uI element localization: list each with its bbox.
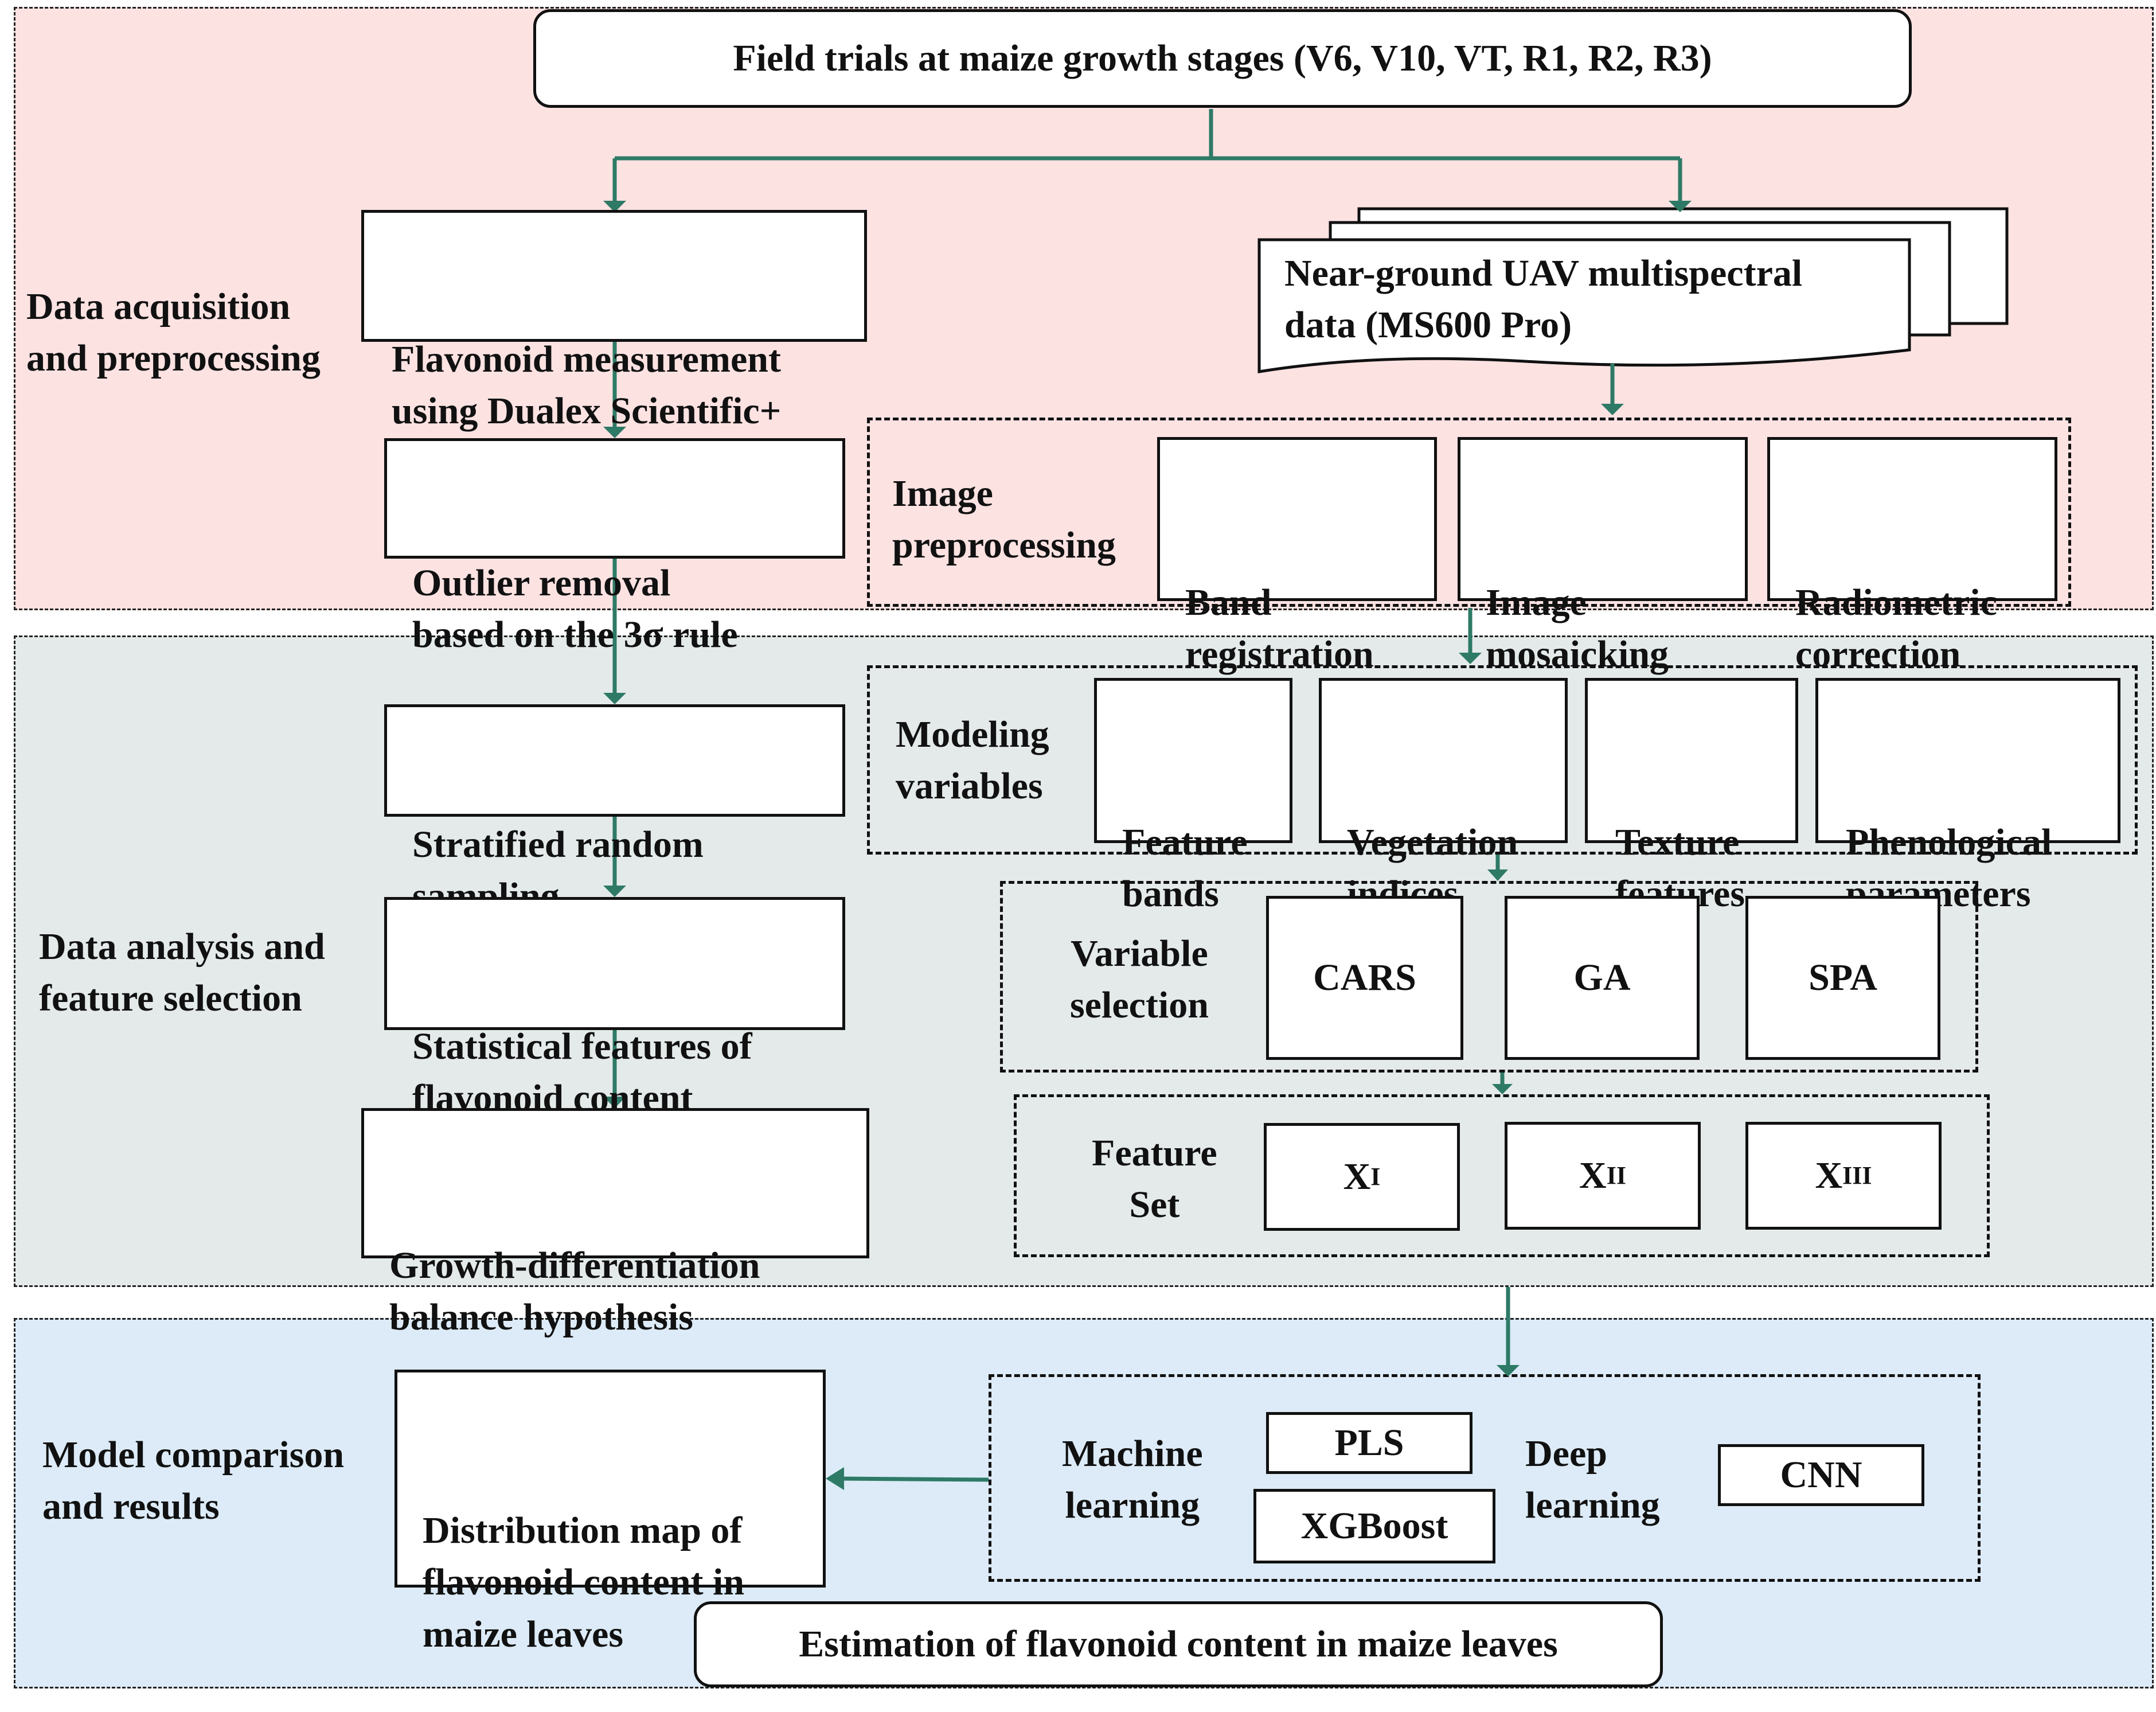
cnn-text: CNN xyxy=(1780,1453,1862,1496)
section-label-analysis: Data analysis and feature selection xyxy=(39,926,325,1020)
group-modeling-variables xyxy=(867,665,2138,855)
stratified-sampling-box: Stratified random sampling xyxy=(384,704,845,917)
field-trials-text: Field trials at maize growth stages (V6,… xyxy=(733,37,1712,79)
statistical-features-box: Statistical features of flavonoid conten… xyxy=(384,897,845,1119)
band-registration-box: Band registration xyxy=(1157,437,1437,675)
ga-text: GA xyxy=(1573,956,1631,999)
outlier-removal-text: Outlier removal based on the 3σ rule xyxy=(412,561,738,656)
cnn-box: CNN xyxy=(1718,1444,1924,1506)
flavonoid-measurement-box: Flavonoid measurement using Dualex Scien… xyxy=(361,210,867,432)
radiometric-correction-box: Radiometric correction xyxy=(1767,437,2057,675)
machine-learning-label: Machine learning xyxy=(1062,1433,1203,1527)
pls-box: PLS xyxy=(1266,1412,1473,1474)
x2-sub: II xyxy=(1606,1161,1626,1190)
feature-bands-text: Feature bands xyxy=(1122,821,1248,915)
group-image-preprocessing xyxy=(867,418,2071,607)
variable-selection-label: Variable selection xyxy=(1070,933,1209,1027)
x1-base: X xyxy=(1343,1155,1371,1198)
ga-box: GA xyxy=(1505,896,1700,1060)
spa-text: SPA xyxy=(1809,956,1877,999)
cars-box: CARS xyxy=(1266,896,1463,1060)
x1-sub: I xyxy=(1370,1162,1381,1191)
band-registration-text: Band registration xyxy=(1185,581,1374,676)
image-mosaicking-box: Image mosaicking xyxy=(1458,437,1748,675)
x3-sub: III xyxy=(1842,1161,1872,1190)
distribution-map-text: Distribution map of flavonoid content in… xyxy=(423,1509,745,1655)
x2-base: X xyxy=(1579,1154,1607,1196)
growth-hypothesis-text: Growth-differentiation balance hypothesi… xyxy=(389,1244,760,1339)
phenological-parameters-box: Phenological parameters xyxy=(1815,678,2120,915)
x3-base: X xyxy=(1815,1154,1843,1196)
uav-data-text: Near-ground UAV multispectral data (MS60… xyxy=(1284,252,1803,346)
group-models xyxy=(989,1374,1981,1582)
field-trials-box: Field trials at maize growth stages (V6,… xyxy=(533,9,1912,108)
group-feature-set xyxy=(1014,1094,1990,1257)
image-mosaicking-text: Image mosaicking xyxy=(1486,581,1669,676)
vegetation-indices-box: Vegetation indices xyxy=(1319,678,1568,915)
xgboost-box: XGBoost xyxy=(1253,1489,1495,1563)
xgboost-text: XGBoost xyxy=(1300,1504,1448,1547)
estimation-box: Estimation of flavonoid content in maize… xyxy=(694,1601,1663,1687)
spa-box: SPA xyxy=(1745,896,1940,1060)
deep-learning-label: Deep learning xyxy=(1525,1433,1660,1527)
feature-bands-box: Feature bands xyxy=(1094,678,1292,915)
growth-hypothesis-box: Growth-differentiation balance hypothesi… xyxy=(361,1108,869,1338)
group-variable-selection xyxy=(1000,881,1978,1073)
image-preprocessing-label: Image preprocessing xyxy=(892,473,1116,567)
estimation-text: Estimation of flavonoid content in maize… xyxy=(799,1623,1558,1665)
texture-features-box: Texture features xyxy=(1585,678,1798,915)
flavonoid-measurement-text: Flavonoid measurement using Dualex Scien… xyxy=(392,338,782,432)
modeling-variables-label: Modeling variables xyxy=(896,713,1049,808)
section-label-model: Model comparison and results xyxy=(42,1434,345,1528)
feature-set-label: Feature Set xyxy=(1092,1132,1217,1226)
section-label-acquisition: Data acquisition and preprocessing xyxy=(26,286,321,380)
radiometric-correction-text: Radiometric correction xyxy=(1795,581,1997,676)
outlier-removal-box: Outlier removal based on the 3σ rule xyxy=(384,438,845,656)
phenological-parameters-text: Phenological parameters xyxy=(1846,821,2052,915)
pls-text: PLS xyxy=(1334,1421,1404,1464)
distribution-map-box: Distribution map of flavonoid content in… xyxy=(395,1370,826,1655)
cars-text: CARS xyxy=(1313,956,1416,999)
